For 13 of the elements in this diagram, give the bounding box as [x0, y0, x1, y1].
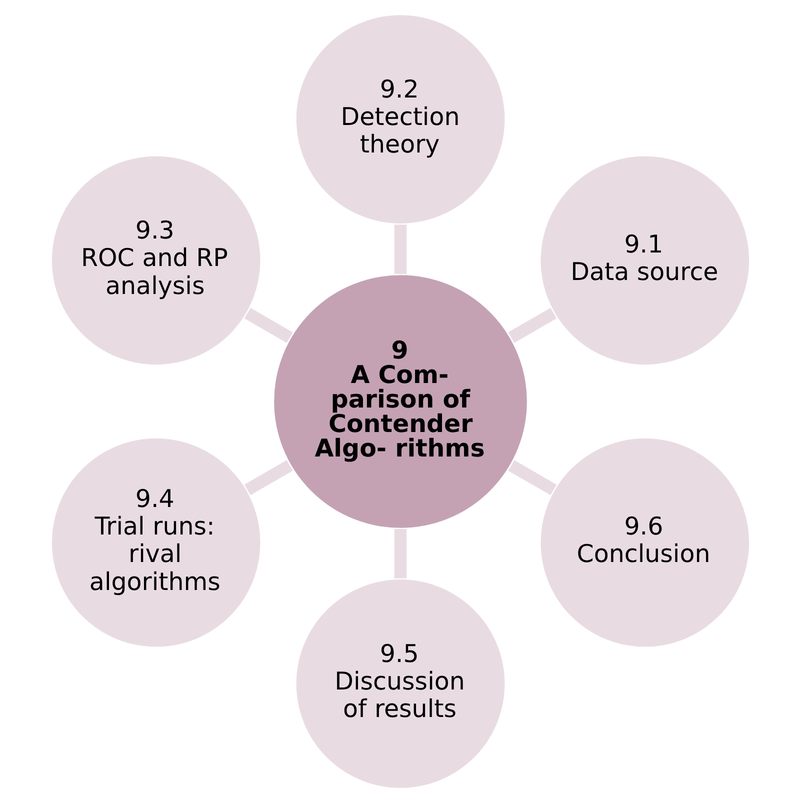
connector [244, 308, 293, 343]
node-circle: 9.3 ROC and RP analysis [50, 154, 262, 366]
node-circle: 9.1 Data source [539, 154, 751, 366]
node-circle: 9 A Com- parison of Contender Algo- rithms [272, 274, 528, 530]
node-circle: 9.2 Detection theory [294, 14, 506, 225]
connector [244, 460, 293, 496]
node-circle: 9.6 Conclusion [539, 436, 751, 648]
connector [394, 529, 407, 578]
node-circle: 9.4 Trial runs: rival algorithms [50, 436, 262, 648]
node-circle: 9.5 Discussion of results [294, 578, 506, 790]
connector [394, 224, 407, 274]
connector [508, 308, 557, 343]
connector [508, 460, 557, 496]
